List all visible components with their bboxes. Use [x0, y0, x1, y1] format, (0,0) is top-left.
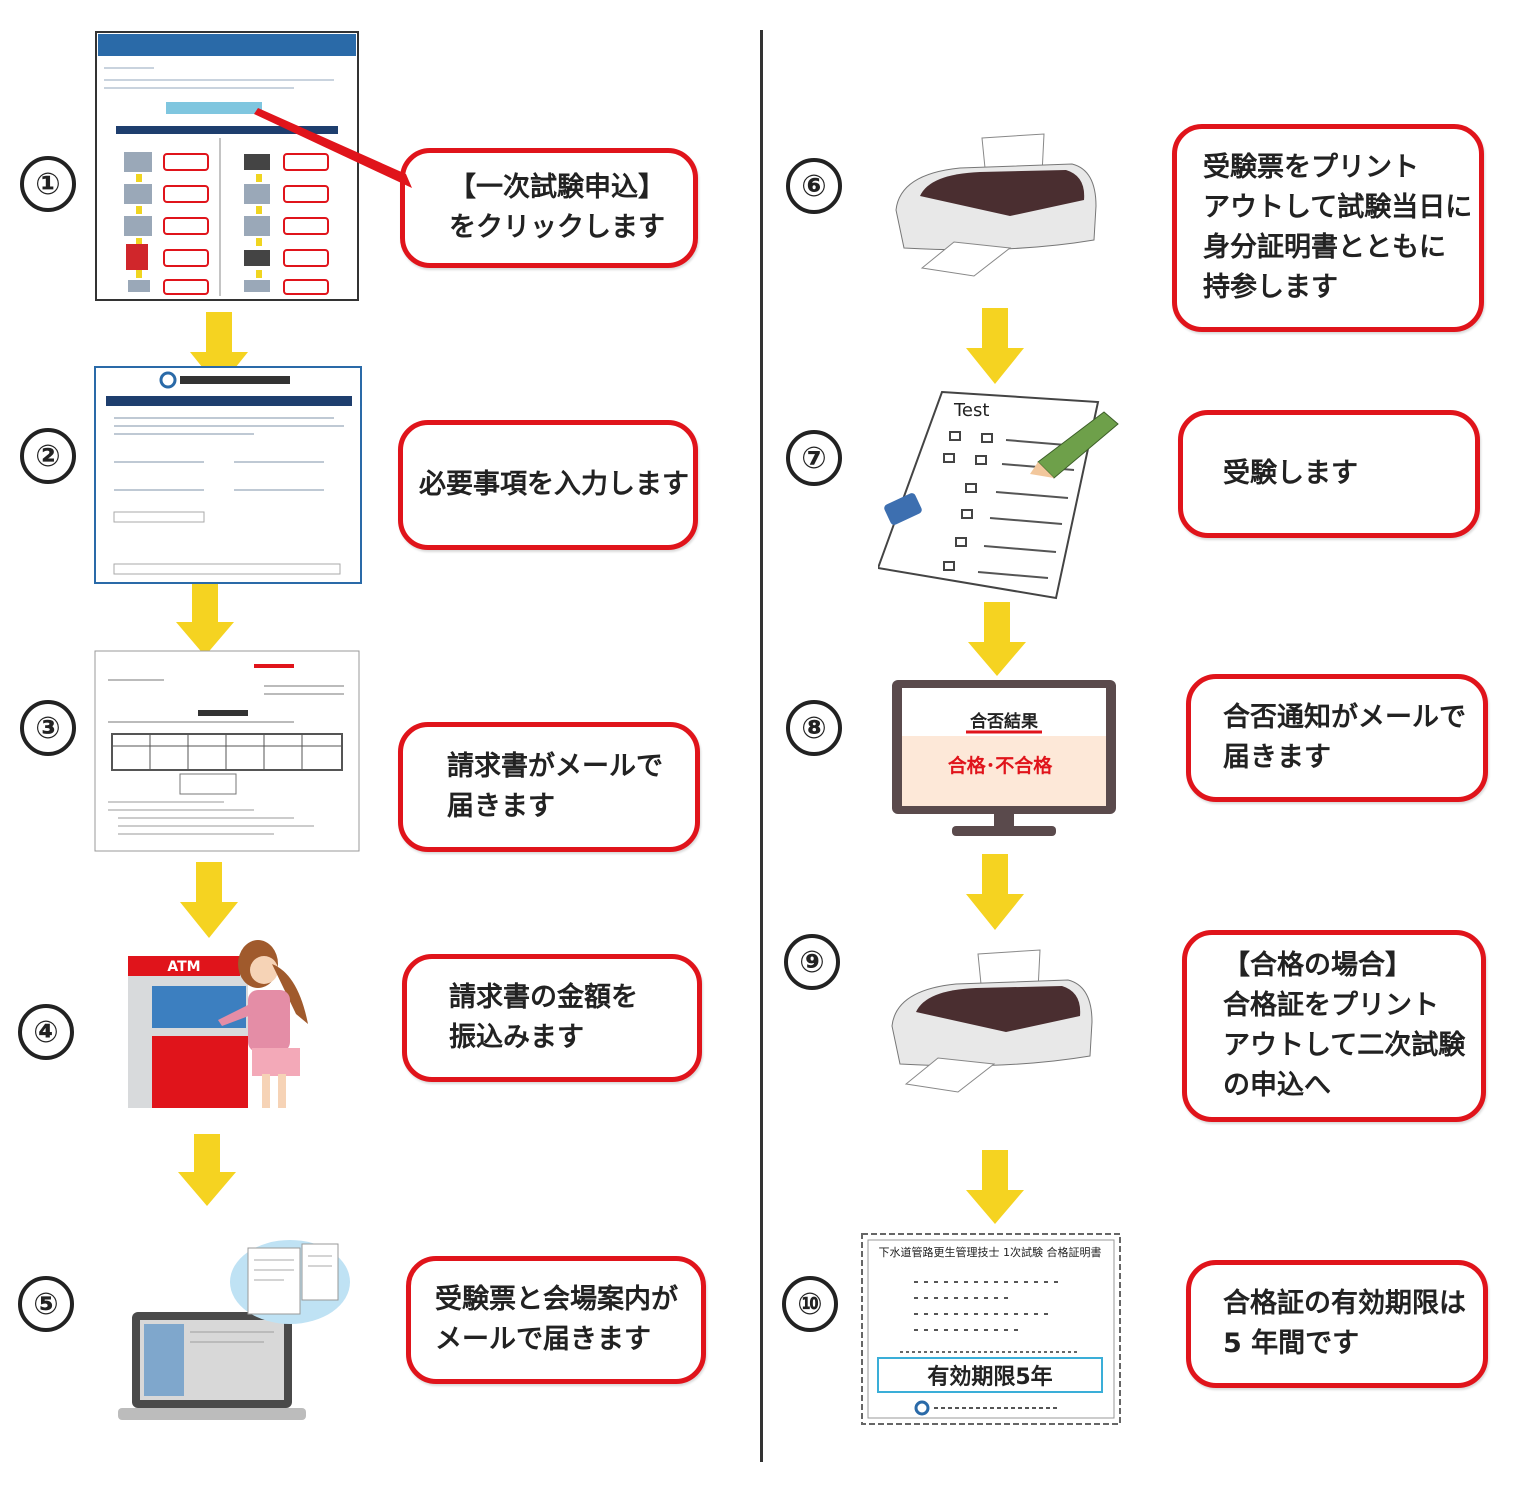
atm-label: ATM — [167, 959, 200, 975]
arrow-down-icon — [178, 1134, 236, 1206]
step-number-5: ⑤ — [18, 1276, 74, 1332]
step-2-text: 必要事項を入力します — [419, 469, 689, 500]
step-3-text: 請求書がメールで 届きます — [447, 751, 663, 822]
step-3-bubble: 請求書がメールで 届きます — [398, 722, 700, 852]
step-7-bubble: 受験します — [1178, 410, 1480, 538]
arrow-down-icon — [968, 602, 1026, 676]
step-number-3: ③ — [20, 700, 76, 756]
column-divider — [760, 30, 763, 1462]
certificate-validity: 有効期限5年 — [927, 1364, 1052, 1390]
step-2-bubble: 必要事項を入力します — [398, 420, 698, 550]
input-form-illustration — [94, 366, 362, 584]
step-10-text: 合格証の有効期限は 5 年間です — [1223, 1288, 1466, 1359]
step-4-text: 請求書の金額を 振込みます — [449, 982, 638, 1053]
test-paper-illustration: Test — [878, 390, 1119, 600]
step-8-text: 合否通知がメールで 届きます — [1223, 702, 1466, 773]
step-1-bubble: 【一次試験申込】 をクリックします — [400, 148, 698, 268]
step-number-8: ⑧ — [786, 700, 842, 756]
step-number-7: ⑦ — [786, 430, 842, 486]
certificate-illustration: 下水道管路更生管理技士 1次試験 合格証明書 有効期限5年 — [861, 1233, 1121, 1425]
step-5-text: 受験票と会場案内が メールで届きます — [435, 1284, 678, 1355]
step-8-bubble: 合否通知がメールで 届きます — [1186, 674, 1488, 802]
arrow-down-icon — [180, 862, 238, 938]
atm-illustration: ATM — [128, 940, 308, 1108]
website-screenshot-illustration — [95, 31, 412, 301]
step-number-1: ① — [20, 156, 76, 212]
arrow-down-icon — [966, 1150, 1024, 1224]
arrow-down-icon — [176, 584, 234, 656]
step-1-text: 【一次試験申込】 をクリックします — [449, 172, 665, 243]
step-number-2: ② — [20, 428, 76, 484]
step-number-6: ⑥ — [786, 158, 842, 214]
printer-icon — [891, 949, 1093, 1093]
invoice-illustration — [94, 650, 360, 852]
step-4-bubble: 請求書の金額を 振込みます — [402, 954, 702, 1082]
certificate-title: 下水道管路更生管理技士 1次試験 合格証明書 — [879, 1245, 1102, 1259]
arrow-down-icon — [966, 854, 1024, 930]
monitor-result: 合格･不合格 — [948, 754, 1054, 777]
step-10-bubble: 合格証の有効期限は 5 年間です — [1186, 1260, 1488, 1388]
arrow-down-icon — [966, 308, 1024, 384]
test-label: Test — [953, 400, 989, 421]
step-6-bubble: 受験票をプリント アウトして試験当日に 身分証明書とともに 持参します — [1172, 124, 1484, 332]
laptop-email-illustration — [118, 1240, 350, 1420]
step-7-text: 受験します — [1223, 458, 1358, 489]
printer-icon — [895, 133, 1097, 277]
step-number-4: ④ — [18, 1004, 74, 1060]
step-number-10: ⑩ — [782, 1276, 838, 1332]
monitor-title: 合否結果 — [970, 711, 1038, 732]
step-5-bubble: 受験票と会場案内が メールで届きます — [406, 1256, 706, 1384]
step-6-text: 受験票をプリント アウトして試験当日に 身分証明書とともに 持参します — [1203, 152, 1473, 303]
monitor-result-illustration: 合否結果 合格･不合格 — [892, 680, 1116, 836]
step-number-9: ⑨ — [784, 934, 840, 990]
step-9-text: 【合格の場合】 合格証をプリント アウトして二次試験 の申込へ — [1223, 950, 1466, 1101]
step-9-bubble: 【合格の場合】 合格証をプリント アウトして二次試験 の申込へ — [1182, 930, 1486, 1122]
